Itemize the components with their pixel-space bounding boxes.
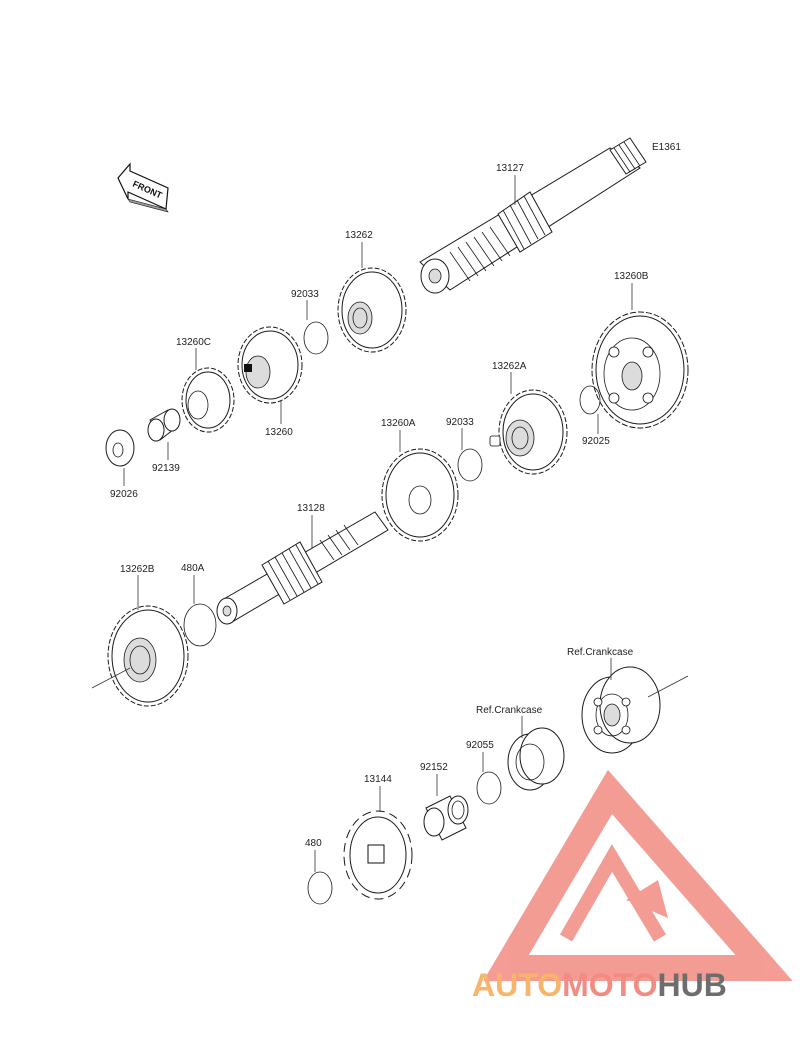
- circlip-480: [307, 871, 333, 905]
- circlip-92033-lower: [457, 448, 483, 482]
- gear-13262B: [107, 605, 189, 707]
- part-label-92139: 92139: [152, 463, 180, 474]
- drive-shaft-13128: [216, 511, 389, 625]
- diagram-code: E1361: [652, 142, 681, 153]
- part-label-92033-lower: 92033: [446, 417, 474, 428]
- part-label-13260: 13260: [265, 427, 293, 438]
- part-label-ref-crankcase-seal: Ref.Crankcase: [476, 705, 543, 716]
- part-label-92033-upper: 92033: [291, 289, 319, 300]
- part-label-13262A: 13262A: [492, 361, 527, 372]
- part-label-480A: 480A: [181, 563, 205, 574]
- part-label-13128: 13128: [297, 503, 325, 514]
- part-label-13262: 13262: [345, 230, 373, 241]
- circlip-480A: [183, 603, 217, 647]
- part-label-13260A: 13260A: [381, 418, 416, 429]
- gear-13262: [337, 267, 407, 353]
- watermark-logo: [483, 769, 793, 981]
- gear-13260C: [181, 367, 235, 433]
- part-label-92055: 92055: [466, 740, 494, 751]
- part-label-13260B: 13260B: [614, 271, 649, 282]
- part-label-13127: 13127: [496, 163, 524, 174]
- gear-13260: [237, 326, 303, 404]
- ball-bearing: [581, 666, 661, 754]
- gear-13260A: [381, 448, 459, 542]
- part-label-ref-crankcase-bearing: Ref.Crankcase: [567, 647, 634, 658]
- front-arrow-icon: FRONT: [117, 162, 169, 213]
- part-label-480: 480: [305, 838, 322, 849]
- watermark-text: AUTOMOTOHUB: [472, 967, 727, 1003]
- circlip-92033-upper: [303, 321, 329, 355]
- main-shaft-13127: [419, 137, 647, 294]
- part-label-92026: 92026: [110, 489, 138, 500]
- gear-13260B: [591, 311, 689, 429]
- collar-92152: [423, 795, 469, 841]
- washer-92026: [105, 429, 135, 467]
- part-label-13260C: 13260C: [176, 337, 211, 348]
- gear-13262A: [489, 389, 568, 475]
- oil-seal: [507, 727, 565, 791]
- part-label-13262B: 13262B: [120, 564, 155, 575]
- part-label-13144: 13144: [364, 774, 392, 785]
- o-ring-92055: [476, 771, 502, 805]
- part-label-92025: 92025: [582, 436, 610, 447]
- bushing-92139: [147, 408, 181, 442]
- sprocket-13144: [343, 810, 413, 900]
- part-label-92152: 92152: [420, 762, 448, 773]
- washer-92025: [579, 385, 601, 415]
